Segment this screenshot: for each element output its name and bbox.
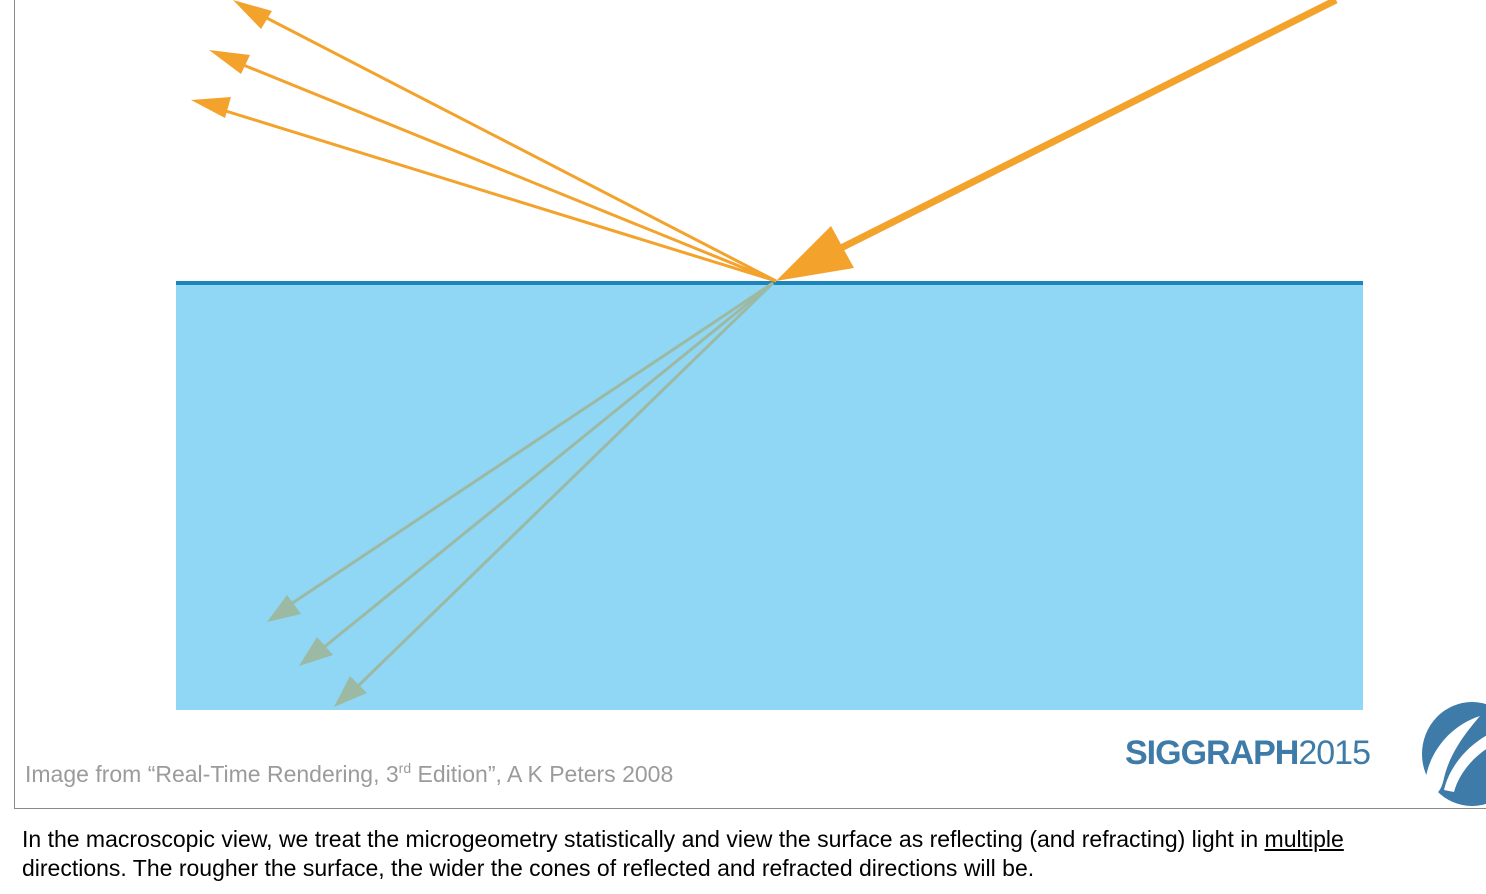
refracted-ray: [354, 281, 775, 690]
slide: Image from “Real-Time Rendering, 3rd Edi…: [14, 0, 1486, 809]
incident-ray-shaft: [839, 0, 1338, 252]
notes-line1-text: In the macroscopic view, we treat the mi…: [22, 826, 1265, 852]
refracted-ray-arrowhead: [334, 676, 367, 707]
speaker-notes: In the macroscopic view, we treat the mi…: [22, 825, 1477, 883]
refracted-ray-arrowhead: [299, 637, 333, 666]
refracted-ray-arrowhead: [267, 595, 301, 622]
reflected-ray: [235, 60, 777, 283]
incident-ray-arrowhead: [776, 226, 854, 281]
reflected-ray-arrowhead: [209, 50, 250, 74]
reflected-ray-arrowhead: [233, 0, 272, 29]
reflected-ray: [258, 12, 777, 283]
siggraph-logo-word: SIGGRAPH: [1125, 734, 1299, 772]
notes-underlined-word: multiple: [1264, 826, 1344, 852]
siggraph-logo-icon: [1422, 702, 1486, 806]
reflected-rays: [191, 0, 777, 283]
refracted-ray: [322, 281, 774, 650]
image-credit: Image from “Real-Time Rendering, 3rd Edi…: [25, 761, 673, 788]
refracted-ray: [290, 281, 774, 606]
image-credit-superscript: rd: [398, 760, 412, 776]
siggraph-logo-year: 2015: [1298, 734, 1371, 772]
reflected-ray: [215, 106, 777, 283]
refracted-rays: [267, 281, 775, 707]
siggraph-logo-text: SIGGRAPH2015: [1125, 734, 1371, 773]
refractive-medium: [176, 283, 1363, 710]
image-credit-prefix: Image from “Real-Time Rendering, 3: [25, 761, 399, 787]
reflected-ray-arrowhead: [191, 97, 231, 118]
incident-ray: [776, 0, 1338, 281]
image-credit-suffix: Edition”, A K Peters 2008: [411, 761, 674, 787]
notes-line2-text: directions. The rougher the surface, the…: [22, 855, 1035, 881]
reflection-refraction-diagram: [176, 0, 1363, 710]
